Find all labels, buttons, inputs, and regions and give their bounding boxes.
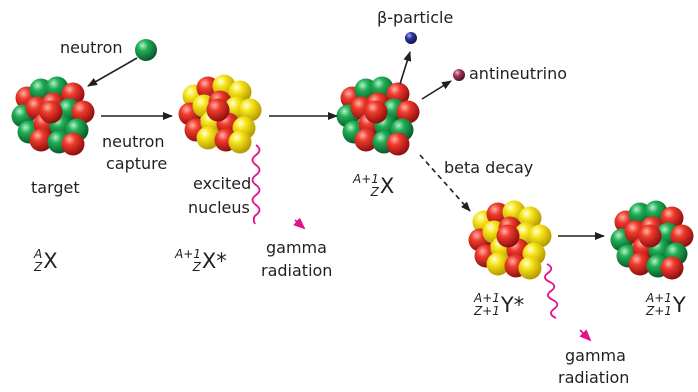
nucleon	[661, 257, 684, 280]
antineutrino-label: antineutrino	[469, 64, 567, 84]
excited-label-line1: excited	[193, 174, 251, 194]
target-label: target	[31, 178, 80, 198]
gamma-label-1-line2: radiation	[261, 261, 332, 281]
beta-emission-arrow	[400, 52, 410, 84]
free-neutron	[135, 39, 157, 61]
beta-particle-label: β-particle	[377, 8, 453, 28]
excited-nucleus	[179, 75, 262, 154]
gamma-label-1-line1: gamma	[266, 238, 327, 258]
nuclide-excited-atomic: Z	[175, 261, 201, 274]
neutron-incoming-arrow	[88, 58, 137, 86]
gamma-arrow-2	[580, 330, 590, 340]
excited-label-line2: nucleus	[188, 198, 250, 218]
nuclide-product-symbol: X	[380, 176, 394, 196]
neutron-capture-label-line2: capture	[106, 154, 167, 174]
nucleon	[387, 133, 410, 156]
nucleon	[639, 225, 662, 248]
gamma-label-2-line1: gamma	[565, 346, 626, 366]
nuclide-target-atomic: Z	[34, 261, 42, 274]
nuclide-target-symbol: X	[43, 251, 57, 271]
target-nucleus	[12, 77, 95, 156]
nucleon	[62, 133, 85, 156]
nuclide-y-final-symbol: Y	[673, 295, 686, 315]
product-nucleus	[337, 77, 420, 156]
neutron-label: neutron	[60, 38, 123, 58]
antineutrino-emission-arrow	[422, 81, 451, 99]
gamma-arrow-1	[295, 220, 304, 228]
antineutrino-dot	[453, 69, 465, 81]
nuclide-y-excited-symbol: Y*	[501, 295, 524, 315]
nuclide-excited-symbol: X*	[202, 251, 227, 271]
nucleon	[207, 99, 230, 122]
neutron-capture-label-line1: neutron	[102, 132, 165, 152]
y-final-nucleus	[611, 201, 694, 280]
gamma-label-2-line2: radiation	[558, 368, 629, 388]
y-excited-nucleus	[469, 201, 552, 280]
nucleon	[365, 101, 388, 124]
nucleon	[40, 101, 63, 124]
nucleon	[229, 131, 252, 154]
beta-particle-dot	[405, 32, 417, 44]
nucleon	[497, 225, 520, 248]
nuclide-product-atomic: Z	[353, 186, 379, 199]
gamma-wave-2	[545, 264, 557, 318]
gamma-wave-1	[253, 145, 260, 224]
beta-decay-label: beta decay	[444, 158, 533, 178]
nuclide-y-excited-atomic: Z+1	[474, 305, 500, 318]
nucleon	[519, 257, 542, 280]
nuclide-y-final-atomic: Z+1	[646, 305, 672, 318]
